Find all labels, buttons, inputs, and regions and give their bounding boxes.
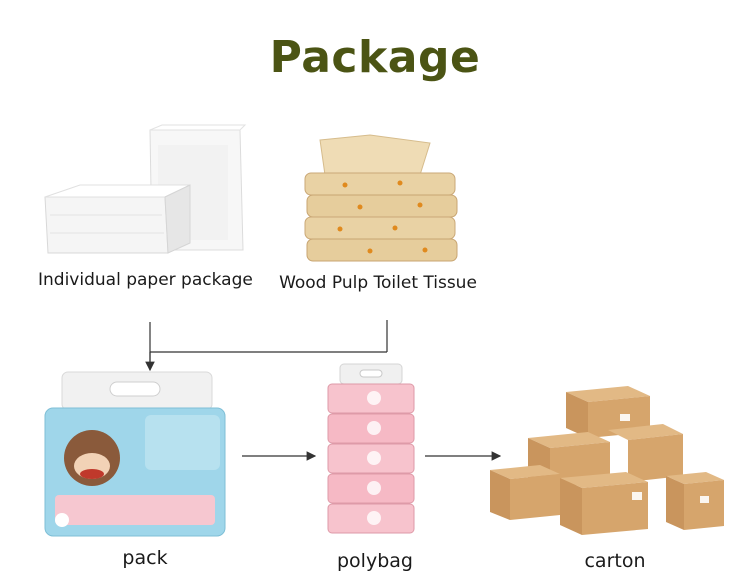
- carton-boxes-icon: [490, 386, 724, 535]
- step-label-wood-pulp: Wood Pulp Toilet Tissue: [279, 273, 477, 293]
- step-label-polybag: polybag: [337, 550, 413, 572]
- page-title: Package: [269, 32, 481, 83]
- tissue-pack-icon: [44, 371, 226, 537]
- white-tissue-stack-icon: [44, 124, 247, 254]
- step-label-carton: carton: [584, 550, 646, 572]
- pulp-tissue-stack-icon: [304, 134, 458, 262]
- step-label-individual: Individual paper package: [38, 270, 253, 290]
- polybag-stack-icon: [327, 363, 415, 534]
- step-label-pack: pack: [122, 547, 168, 569]
